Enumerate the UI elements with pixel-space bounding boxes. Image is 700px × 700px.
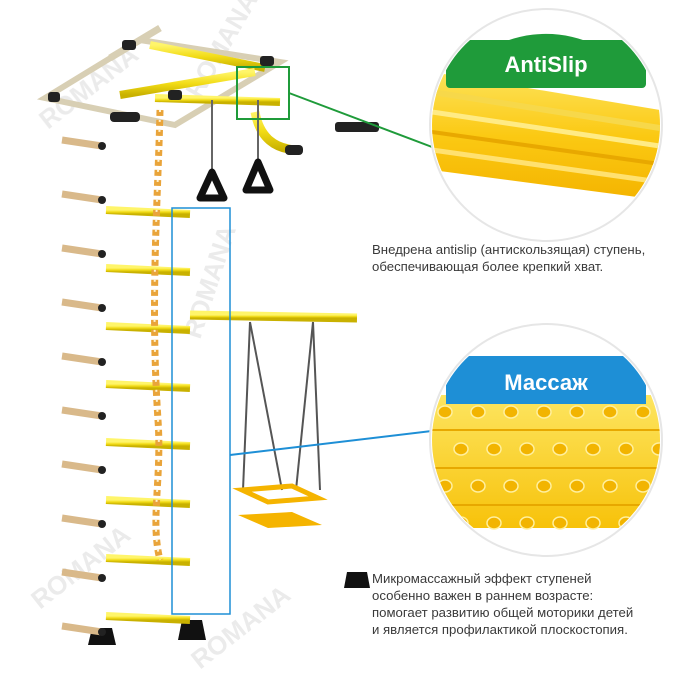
massage-bump [503,479,519,493]
massage-bump [453,442,469,456]
antislip-description: Внедрена antislip (антискользящая) ступе… [372,241,645,275]
massage-title: Массаж [504,370,588,395]
wood-rung [61,622,103,636]
wood-rungs [61,136,106,636]
gymnastic-rings [196,100,274,202]
massage-description-line: Микромассажный эффект ступеней [372,571,592,586]
massage-bump [486,516,502,530]
rung-cap [98,466,106,474]
massage-bump [536,405,552,419]
callout-massage [171,207,441,615]
wood-rung [61,190,103,204]
yellow-rung [105,554,191,566]
massage-bump [437,405,453,419]
support-pole [335,122,379,588]
rung-cap [98,574,106,582]
rung-cap [98,304,106,312]
rung-cap [98,628,106,636]
wood-rung [61,568,103,582]
massage-bump [635,405,651,419]
massage-bump [519,516,535,530]
massage-description: Микромассажный эффект ступеней особенно … [372,570,633,638]
massage-bump [602,405,618,419]
watermark-text: ROMANA [25,519,136,615]
massage-bump [569,479,585,493]
yellow-rung [105,438,191,450]
massage-description-line: особенно важен в раннем возрасте: [372,588,594,603]
callout-antislip [236,66,441,151]
massage-bump [635,479,651,493]
massage-bump [486,442,502,456]
yellow-rung [105,380,191,392]
yellow-rungs [105,206,191,624]
wood-rung [61,514,103,528]
massage-bump [552,516,568,530]
ceiling-frame [36,24,303,155]
massage-zoom: Массаж [429,323,663,557]
rung-cap [98,520,106,528]
wood-rung [61,352,103,366]
yellow-rung [105,496,191,508]
massage-bump [651,516,660,530]
wood-rung [61,244,103,258]
massage-bump [585,516,601,530]
massage-bump [651,442,660,456]
antislip-description-line: обеспечивающая более крепкий хват. [372,259,604,274]
massage-bump [585,442,601,456]
massage-bump [519,442,535,456]
massage-bump [470,479,486,493]
antislip-description-line: Внедрена antislip (антискользящая) ступе… [372,242,646,257]
rung-cap [98,250,106,258]
massage-bump [569,405,585,419]
rung-cap [98,412,106,420]
antislip-zoom: AntiSlip [429,8,663,242]
massage-bump [503,405,519,419]
yellow-rung [105,264,191,276]
yellow-rung [105,612,191,624]
wood-rung [61,460,103,474]
yellow-rung [105,322,191,334]
rung-cap [98,142,106,150]
massage-bumps [437,405,660,530]
climbing-rope [151,109,164,561]
wood-rung [61,406,103,420]
wood-rung [61,298,103,312]
wood-rung [61,136,103,150]
massage-bump [536,479,552,493]
massage-bump [618,442,634,456]
massage-bump [552,442,568,456]
massage-bump [470,405,486,419]
massage-description-line: и является профилактикой плоскостопия. [372,622,628,637]
rung-cap [98,358,106,366]
swing [189,310,358,528]
massage-description-line: помогает развитию общей моторики детей [372,605,634,620]
yellow-rung [105,206,191,218]
massage-bump [602,479,618,493]
wall-bars [57,100,206,645]
antislip-title: AntiSlip [504,52,587,77]
rung-cap [98,196,106,204]
